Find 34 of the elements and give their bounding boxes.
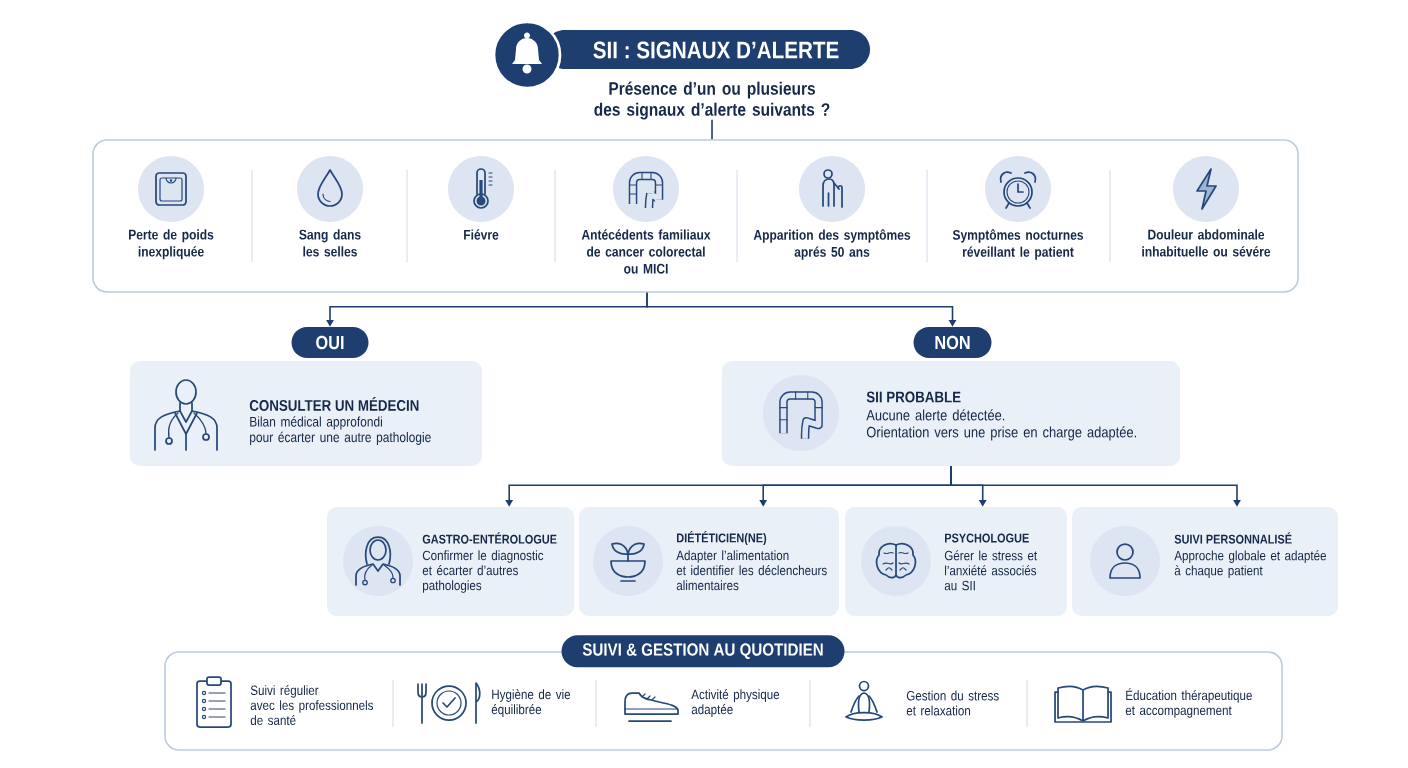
tip-text: Gestion du stress et relaxation — [906, 690, 999, 716]
heading-text: SII PROBABLE — [866, 391, 961, 403]
option-card — [327, 507, 574, 616]
symptom-label: Apparition des symptômes aprés 50 ans — [753, 229, 911, 260]
symptom-label: Sang dans les selles — [299, 229, 361, 257]
option-card — [845, 507, 1067, 616]
heading-pill: SUIVI & GESTION AU QUOTIDIEN — [561, 635, 845, 668]
description-text: Confirmer le diagnostic et écarter d’autres pathologies — [422, 550, 544, 593]
heading-text: SUIVI PERSONNALISÉ — [1174, 532, 1292, 544]
question-text: Présence d’un ou plusieurs des signaux d’alerte suivants ? — [594, 81, 830, 120]
answer-pill: NON — [913, 327, 992, 358]
option-card — [579, 507, 839, 616]
symptom-label: Symptômes nocturnes réveillant le patient — [952, 229, 1084, 260]
heading-text: CONSULTER UN MÉDECIN — [249, 397, 419, 411]
description-text: Bilan médical approfondi pour écarter une autre pathologie — [250, 416, 431, 445]
tip-text: Suivi régulier avec les professionnels de santé — [250, 684, 374, 726]
symptom-label: Perte de poids inexpliquée — [129, 229, 214, 260]
description-text: Gérer le stress et l’anxiété associés au SII — [944, 550, 1038, 591]
option-card — [722, 361, 1180, 466]
symptom-label: Douleur abdominale inhabituelle ou sévére — [1142, 229, 1271, 257]
tip-text: Activité physique adaptée — [691, 689, 780, 717]
heading-text: GASTRO-ENTÉROLOGUE — [422, 532, 557, 544]
description-text: Approche globale et adaptée à chaque patient — [1174, 550, 1326, 578]
answer-pill: OUI — [291, 327, 369, 358]
option-card — [1072, 507, 1338, 616]
description-text: Adapter l’alimentation et identifier les déclencheurs alimentaires — [676, 550, 827, 591]
tip-text: Hygiène de vie équilibrée — [491, 689, 571, 717]
description-text: Aucune alerte détectée. Orientation vers une prise en charge adaptée. — [866, 409, 1136, 441]
heading-text: DIÉTÉTICIEN(NE) — [677, 531, 767, 545]
symptom-label: Fiévre — [464, 229, 499, 240]
tip-text: Éducation thérapeutique et accompagnement — [1125, 688, 1252, 718]
option-card — [130, 361, 482, 466]
heading-text: PSYCHOLOGUE — [945, 533, 1029, 543]
symptom-label: Antécédents familiaux de cancer colorectal ou MICI — [581, 229, 711, 274]
